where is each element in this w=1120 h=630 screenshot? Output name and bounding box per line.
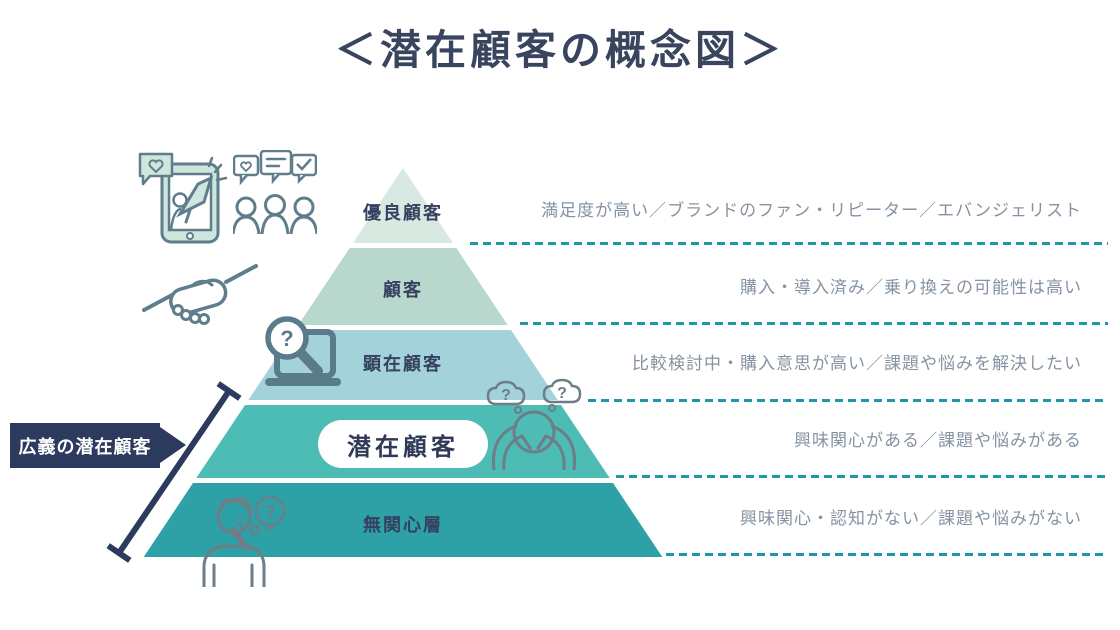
page-title: ＜潜在顧客の概念図＞: [335, 27, 785, 73]
pyramid-level-1-shape: [353, 168, 453, 243]
question-mark: ?: [501, 387, 511, 404]
callout-label: 広義の潜在顧客: [18, 436, 152, 457]
level-3-description: 比較検討中・購入意思が高い／課題や悩みを解決したい: [632, 354, 1082, 373]
range-bracket: [106, 381, 242, 563]
handshake-icon: [142, 264, 258, 325]
pyramid-level-2-shape: [298, 248, 508, 325]
level-1-label: 優良顧客: [363, 203, 443, 223]
pyramid-level-5-shape: [143, 483, 663, 557]
community-review-icon: [233, 150, 317, 234]
level-5-label: 無関心層: [363, 515, 443, 535]
broad-potential-customer-callout: 広義の潜在顧客: [10, 423, 160, 468]
level-3-label: 顕在顧客: [363, 354, 443, 374]
level-4-description: 興味関心がある／課題や悩みがある: [794, 431, 1082, 450]
level-4-highlight-pill: 潜在顧客: [318, 420, 488, 468]
level-1-description: 満足度が高い／ブランドのファン・リピーター／エバンジェリスト: [541, 201, 1082, 220]
question-mark: ?: [280, 326, 293, 351]
divider-dash-5: [666, 553, 1108, 556]
question-mark: ?: [265, 502, 276, 522]
level-4-label: 潜在顧客: [347, 433, 459, 461]
sns-promotion-icon: [138, 152, 228, 244]
search-laptop-icon: ?: [265, 316, 341, 386]
level-2-description: 購入・導入済み／乗り換えの可能性は高い: [740, 278, 1082, 297]
divider-dash-2: [520, 322, 1108, 325]
question-mark: ?: [557, 385, 567, 402]
level-2-label: 顧客: [383, 280, 423, 300]
worried-person-icon: ? ?: [486, 378, 582, 470]
thinking-person-icon: ?: [202, 495, 286, 587]
level-5-description: 興味関心・認知がない／課題や悩みがない: [740, 509, 1082, 528]
divider-dash-3: [588, 399, 1108, 402]
divider-dash-1: [470, 242, 1108, 245]
divider-dash-4: [616, 475, 1108, 478]
